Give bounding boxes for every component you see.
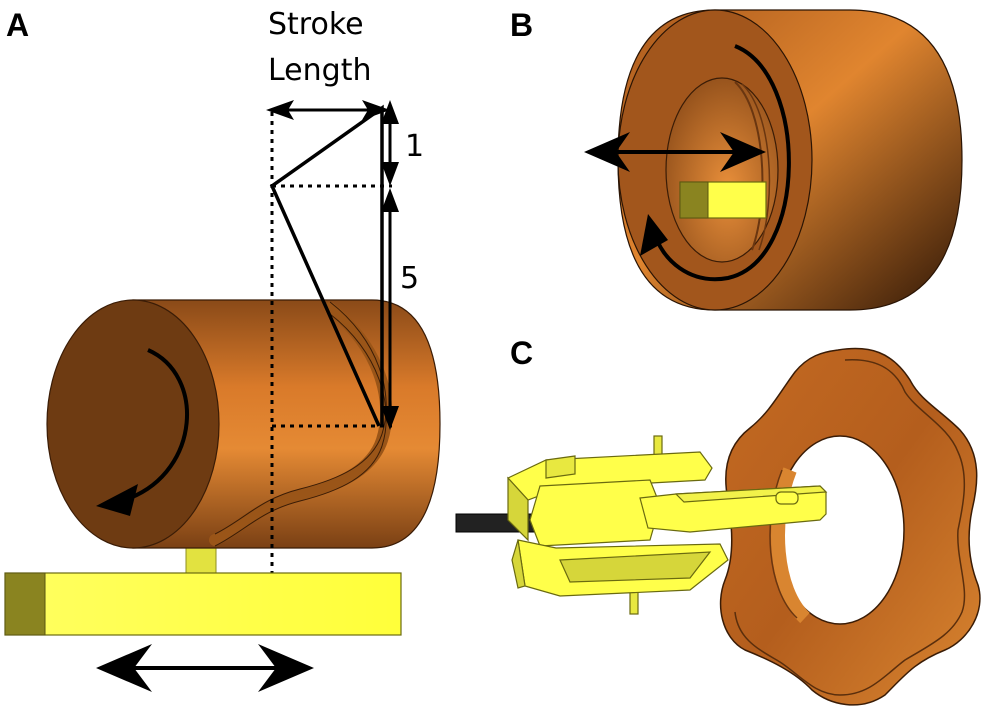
stroke-length-label-line2: Length	[268, 53, 371, 88]
follower-assembly	[507, 435, 828, 615]
stroke-profile-line	[269, 104, 384, 427]
rotation-arrow-a	[129, 348, 189, 500]
ratio-label-short: 1	[405, 129, 424, 164]
rotation-arrow-b	[652, 44, 791, 282]
translation-arrow-b-right	[720, 132, 766, 172]
translation-arrow-right	[258, 644, 314, 692]
cam-groove	[209, 302, 393, 546]
translation-arrow-left	[96, 644, 152, 692]
follower-block-end	[679, 181, 709, 219]
stroke-length-arrow-left	[266, 100, 294, 120]
stroke-length-arrow-right	[362, 100, 390, 120]
panel-a: A	[4, 7, 441, 692]
stroke-length-label-line1: Stroke	[268, 7, 364, 42]
barrel-cam-body	[132, 299, 441, 549]
slider-bar	[4, 572, 402, 636]
barrel-cam-end-face	[46, 299, 220, 549]
panel-a-label: A	[6, 7, 29, 43]
ratio-label-long: 5	[400, 261, 419, 296]
slider-bar-end	[4, 572, 46, 636]
panel-c: C	[455, 335, 981, 706]
panel-b-label: B	[510, 7, 533, 43]
rotation-arrowhead-a	[96, 484, 138, 516]
translation-arrow-b-left	[584, 132, 630, 172]
rotation-arrowhead-b	[640, 214, 668, 256]
stroke-construction-lines	[270, 112, 392, 590]
ratio-dimension-arrows	[381, 100, 399, 430]
panel-b: B	[510, 7, 963, 311]
panel-c-label: C	[510, 335, 533, 371]
